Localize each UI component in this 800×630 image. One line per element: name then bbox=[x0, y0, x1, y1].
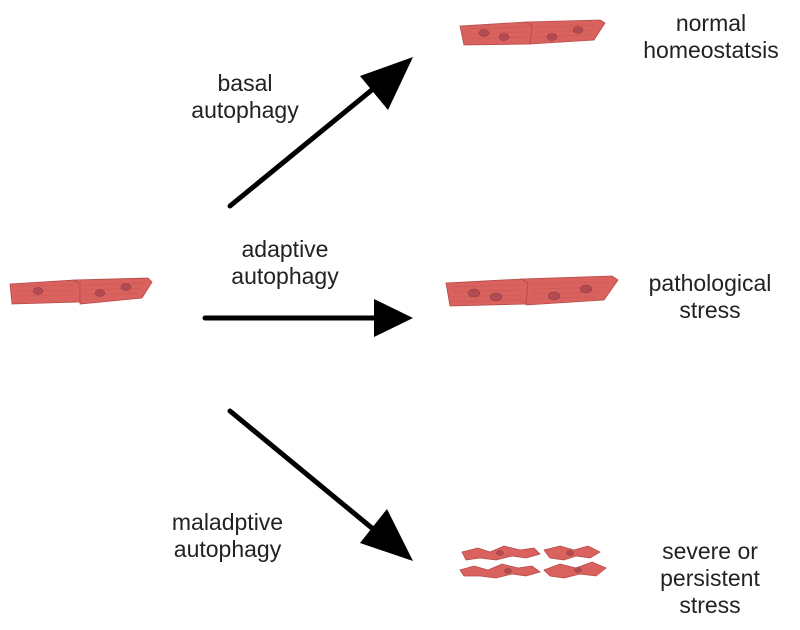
pathological-label-line1: pathological bbox=[648, 270, 772, 296]
pathological-stress-label: pathological stress bbox=[630, 270, 790, 324]
basal-label-line2: autophagy bbox=[191, 97, 299, 123]
maladaptive-autophagy-label: maladptive autophagy bbox=[155, 509, 300, 563]
normal-homeostasis-label: normal homeostatsis bbox=[626, 10, 796, 64]
severe-label-line2: persistent bbox=[660, 565, 760, 591]
normal-cardiomyocyte bbox=[459, 19, 606, 46]
maladaptive-label-line2: autophagy bbox=[173, 536, 282, 562]
severe-stress-label: severe or persistent stress bbox=[640, 538, 780, 619]
severe-label-line3: stress bbox=[679, 592, 741, 618]
adaptive-label-line2: autophagy bbox=[231, 263, 339, 289]
adaptive-label-line1: adaptive bbox=[241, 236, 329, 262]
normal-label-line1: normal bbox=[675, 10, 747, 36]
basal-label-line1: basal bbox=[217, 70, 273, 96]
adaptive-autophagy-label: adaptive autophagy bbox=[215, 236, 355, 290]
maladaptive-label-line1: maladptive bbox=[171, 509, 284, 535]
arrow-maladaptive bbox=[227, 408, 413, 561]
arrow-adaptive bbox=[202, 299, 413, 337]
damaged-cardiomyocytes bbox=[459, 545, 607, 579]
source-cardiomyocyte bbox=[9, 277, 153, 305]
basal-autophagy-label: basal autophagy bbox=[190, 70, 300, 124]
arrow-basal bbox=[227, 57, 413, 209]
pathological-label-line2: stress bbox=[679, 297, 741, 323]
normal-label-line2: homeostatsis bbox=[643, 37, 779, 63]
hypertrophic-cardiomyocyte bbox=[445, 275, 619, 307]
severe-label-line1: severe or bbox=[662, 538, 758, 564]
